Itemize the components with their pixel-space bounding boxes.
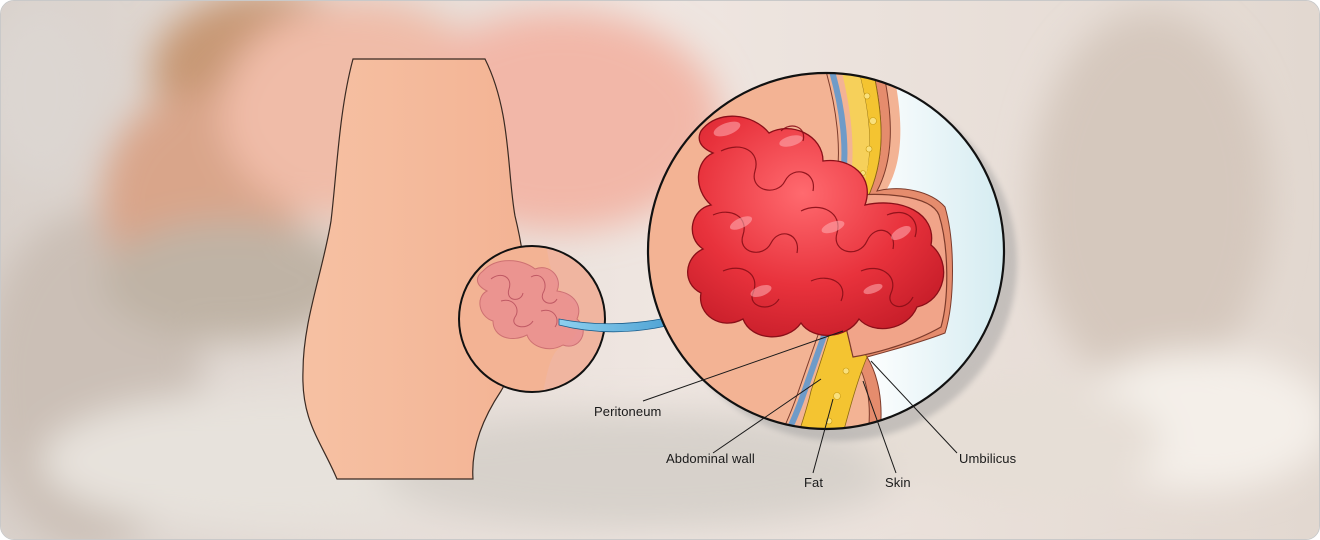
leader-lines <box>642 330 958 474</box>
label-skin: Skin <box>885 475 911 490</box>
label-fat: Fat <box>804 475 824 490</box>
label-abdominal-wall: Abdominal wall <box>666 451 755 466</box>
intestine-highlights <box>713 121 911 298</box>
label-peritoneum: Peritoneum <box>594 404 662 419</box>
label-umbilicus: Umbilicus <box>959 451 1017 466</box>
intestine-loops <box>687 115 945 338</box>
body-silhouette <box>302 58 527 480</box>
intestine-folds <box>712 125 917 308</box>
